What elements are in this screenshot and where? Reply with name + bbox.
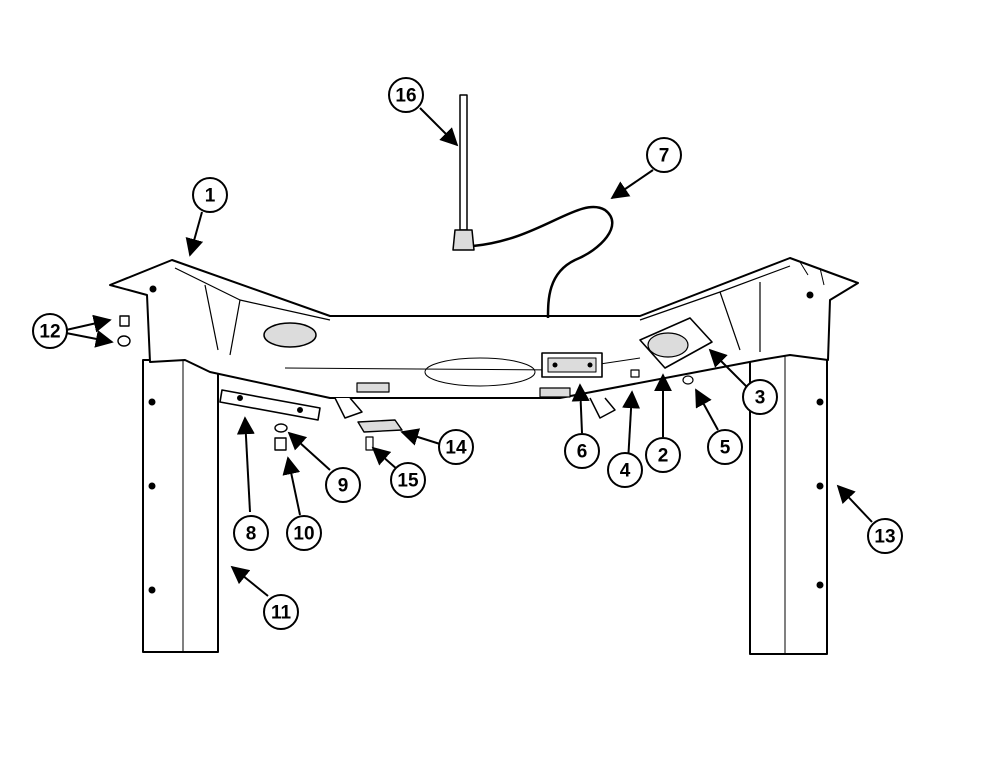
callout-7: 7 [646, 137, 682, 173]
map-light [357, 419, 403, 433]
callout-label: 8 [246, 524, 257, 545]
callout-circle [742, 379, 778, 415]
antenna [452, 94, 475, 251]
callout-12: 12 [32, 313, 68, 349]
callout-circle [32, 313, 68, 349]
callout-circle [325, 467, 361, 503]
screw [365, 436, 374, 451]
callout-circle [388, 77, 424, 113]
callout-label: 9 [338, 476, 349, 497]
callout-circle [233, 515, 269, 551]
callout-label: 4 [620, 461, 631, 482]
callout-11: 11 [263, 594, 299, 630]
callout-label: 5 [720, 438, 731, 459]
callout-circle [607, 452, 643, 488]
callout-16: 16 [388, 77, 424, 113]
speaker [639, 317, 713, 369]
callout-circle [192, 177, 228, 213]
washer-nut [274, 423, 288, 451]
callout-3: 3 [742, 379, 778, 415]
callout-9: 9 [325, 467, 361, 503]
callout-5: 5 [707, 429, 743, 465]
callout-10: 10 [286, 515, 322, 551]
antenna-cable [472, 205, 614, 319]
callout-label: 14 [445, 438, 467, 459]
callout-label: 13 [874, 527, 895, 548]
callout-circle [438, 429, 474, 465]
callout-circle [867, 518, 903, 554]
callout-label: 10 [293, 524, 314, 545]
callout-6: 6 [564, 433, 600, 469]
callout-label: 16 [395, 86, 416, 107]
left-cab-post [142, 359, 219, 653]
callout-2: 2 [645, 437, 681, 473]
callout-1: 1 [192, 177, 228, 213]
callout-15: 15 [390, 462, 426, 498]
callout-label: 1 [205, 186, 216, 207]
callout-circle [286, 515, 322, 551]
callout-13: 13 [867, 518, 903, 554]
callout-14: 14 [438, 429, 474, 465]
radio-unit [541, 352, 603, 378]
callout-circle [646, 137, 682, 173]
callout-label: 3 [755, 388, 766, 409]
callout-label: 7 [659, 146, 670, 167]
callout-label: 12 [39, 322, 60, 343]
callout-label: 2 [658, 446, 669, 467]
callout-circle [707, 429, 743, 465]
callout-circle [564, 433, 600, 469]
callout-circle [263, 594, 299, 630]
callout-label: 11 [271, 603, 292, 624]
callout-label: 6 [577, 442, 588, 463]
screw-small [630, 369, 694, 385]
bolt-washer-left [117, 315, 131, 347]
callout-8: 8 [233, 515, 269, 551]
callout-4: 4 [607, 452, 643, 488]
callout-circle [645, 437, 681, 473]
callout-label: 15 [397, 471, 419, 492]
bracket [219, 389, 321, 421]
callout-circle [390, 462, 426, 498]
